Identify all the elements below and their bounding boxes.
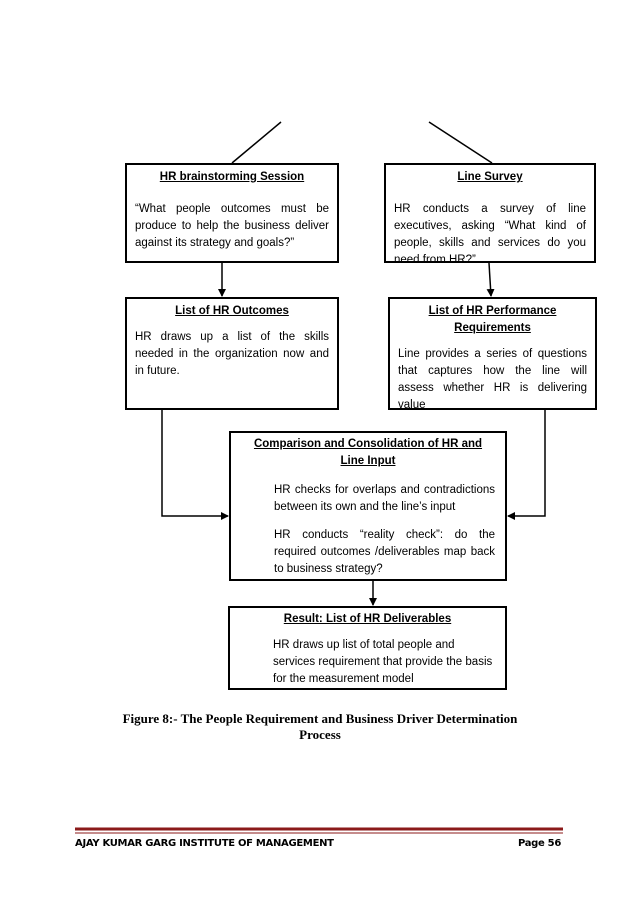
box-line-survey: Line Survey HR conducts a survey of line… — [384, 163, 596, 266]
box-title: Comparison and Consolidation of HR and L… — [253, 438, 483, 467]
page-footer: AJAY KUMAR GARG INSTITUTE OF MANAGEMENT … — [75, 838, 561, 849]
box-text: HR draws up list of total people and ser… — [273, 639, 493, 685]
box-comparison-and-consolidation: Comparison and Consolidation of HR and L… — [229, 431, 507, 581]
arrow-performance-to-comparison — [507, 410, 546, 520]
box-text-reality-check: HR conducts “reality check”: do the requ… — [274, 529, 495, 575]
incoming-line-right — [428, 121, 493, 164]
box-text-checks: HR checks for overlaps and contradiction… — [274, 484, 495, 513]
box-list-of-hr-outcomes: List of HR Outcomes HR draws up a list o… — [125, 297, 339, 410]
footer-page-number: Page 56 — [517, 838, 561, 849]
box-title: HR brainstorming Session — [159, 171, 305, 183]
box-title: Line Survey — [457, 171, 523, 183]
box-title: Result: List of HR Deliverables — [283, 613, 452, 625]
box-list-of-hr-performance-requirements: List of HR Performance Requirements Line… — [388, 297, 597, 411]
box-hr-brainstorming-session: HR brainstorming Session “What people ou… — [125, 163, 339, 263]
footer-institute-name: AJAY KUMAR GARG INSTITUTE OF MANAGEMENT — [75, 838, 334, 849]
box-title: List of HR Performance Requirements — [428, 305, 557, 334]
arrow-outcomes-to-comparison — [161, 410, 229, 520]
figure-caption: Figure 8:- The People Requirement and Bu… — [122, 711, 518, 742]
box-text: HR draws up a list of the skills needed … — [135, 331, 329, 377]
box-result-list-of-hr-deliverables: Result: List of HR Deliverables HR draws… — [228, 606, 507, 690]
box-text: “What people outcomes must be produce to… — [135, 203, 329, 249]
incoming-line-left — [231, 121, 282, 164]
box-text: Line provides a series of questions that… — [398, 348, 587, 411]
arrow-survey-to-performance — [486, 262, 495, 297]
box-text: HR conducts a survey of line executives,… — [394, 203, 586, 266]
box-title: List of HR Outcomes — [175, 305, 289, 317]
